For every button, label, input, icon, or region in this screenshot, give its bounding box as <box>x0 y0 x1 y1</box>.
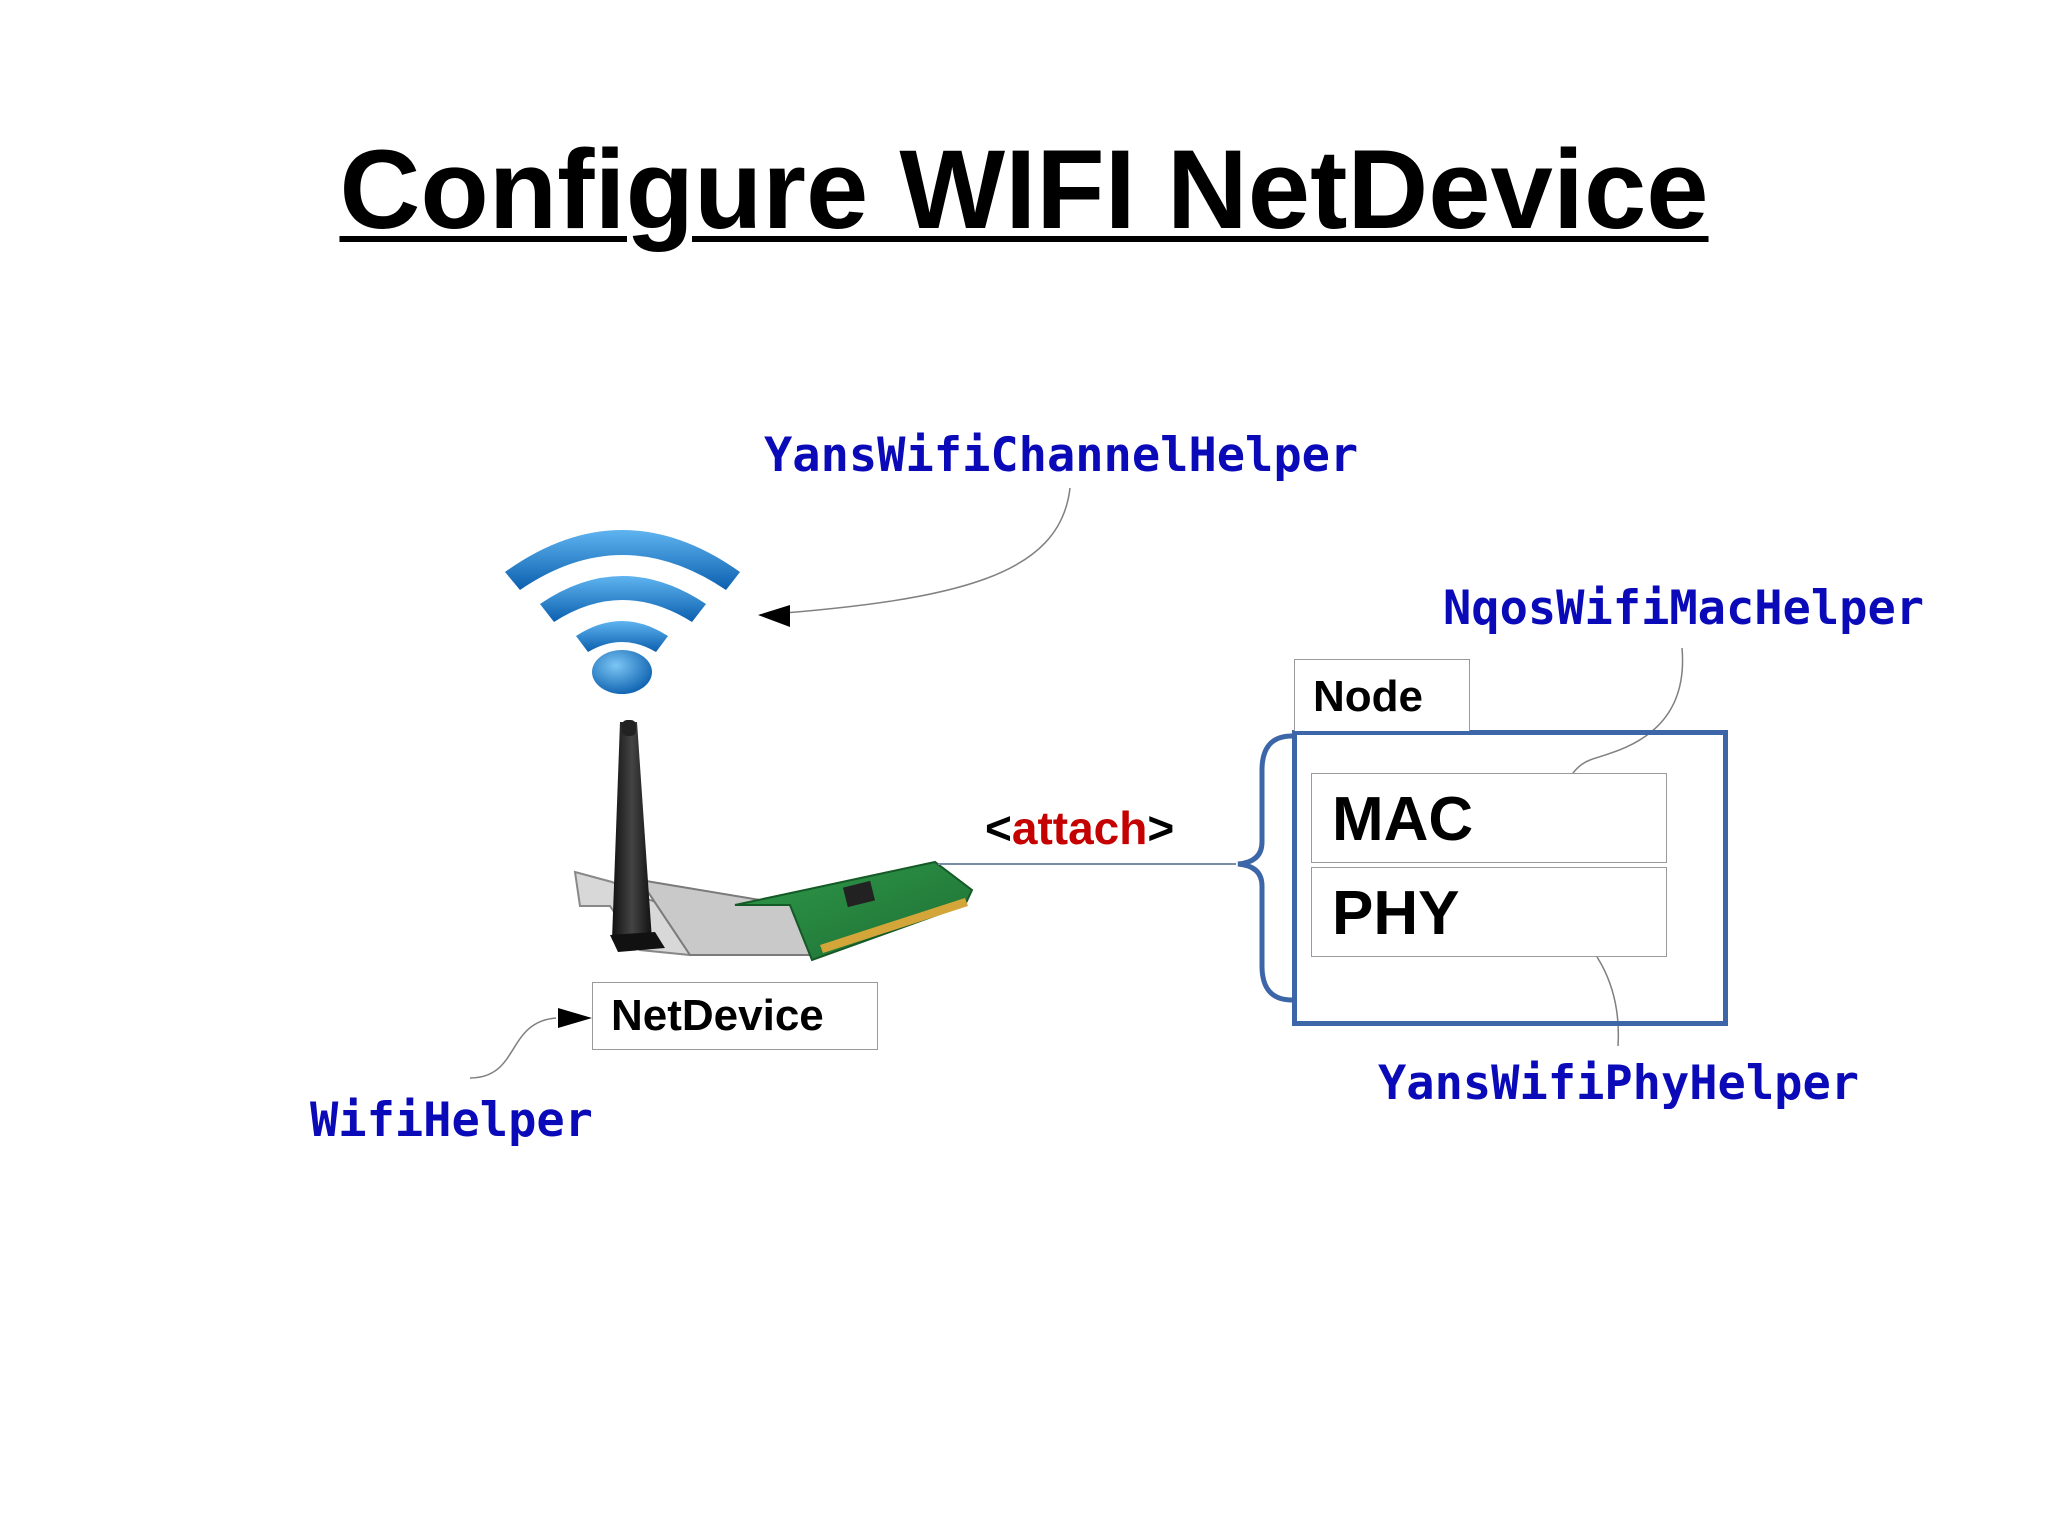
nqos-wifi-mac-helper-label: NqosWifiMacHelper <box>1443 581 1925 636</box>
attach-label: <attach> <box>985 801 1174 855</box>
phy-box: PHY <box>1311 867 1667 957</box>
wifi-helper-connector <box>469 1017 557 1079</box>
page-title: Configure WIFI NetDevice <box>339 127 1709 252</box>
attach-open-bracket: < <box>985 802 1012 854</box>
channel-helper-arrowhead <box>758 605 790 627</box>
yans-wifi-channel-helper-label: YansWifiChannelHelper <box>764 428 1359 483</box>
attach-keyword: attach <box>1011 802 1148 854</box>
node-brace <box>1237 733 1293 1003</box>
mac-box: MAC <box>1311 773 1667 863</box>
wifi-helper-arrowhead <box>558 1008 592 1028</box>
wireless-network-card-icon <box>573 720 974 962</box>
node-container <box>1292 730 1728 1026</box>
wifi-helper-label: WifiHelper <box>310 1093 593 1148</box>
node-label: Node <box>1294 659 1470 731</box>
netdevice-box: NetDevice <box>592 982 878 1050</box>
attach-close-bracket: > <box>1147 802 1175 854</box>
wifi-signal-icon <box>505 530 740 694</box>
yans-wifi-phy-helper-label: YansWifiPhyHelper <box>1378 1056 1860 1111</box>
channel-helper-connector <box>759 487 1071 616</box>
